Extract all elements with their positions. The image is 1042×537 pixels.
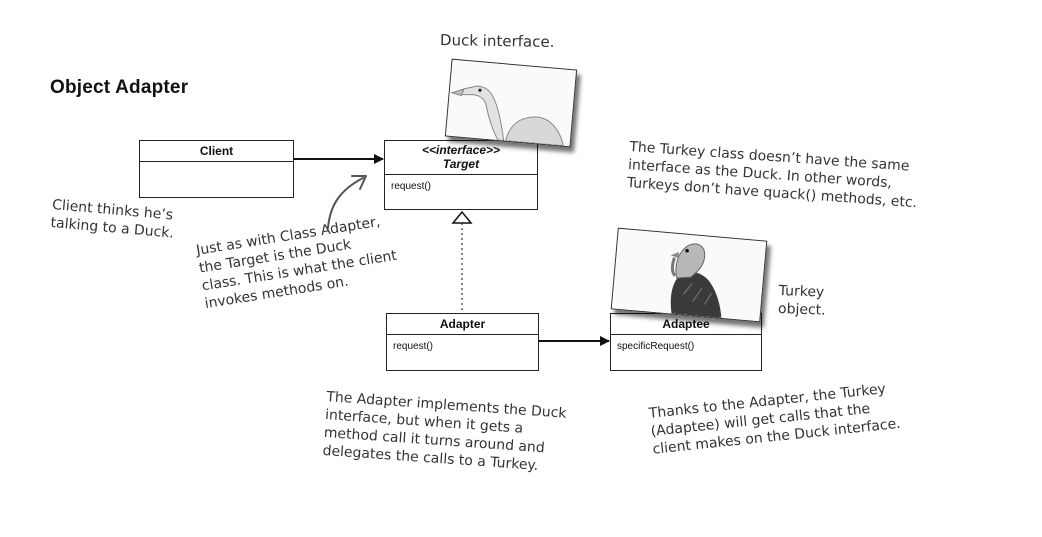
duck-photo (444, 58, 578, 148)
duck-interface-caption: Duck interface. (439, 31, 555, 51)
duck-illustration (445, 59, 577, 147)
diagram-title: Object Adapter (50, 77, 189, 98)
client-class-name: Client (140, 141, 293, 162)
turkey-caption-line: Turkey (778, 282, 825, 301)
adaptee-class-box: Adaptee specificRequest() (610, 313, 762, 371)
target-stereotype: <<interface>> (421, 143, 501, 157)
target-note-pointer-arrow (327, 177, 364, 229)
turkey-photo (610, 227, 768, 323)
target-operations: request() (391, 181, 432, 192)
turkey-object-caption: Turkey object. (778, 282, 827, 320)
adapter-operations: request() (393, 341, 434, 352)
adaptee-operations: specificRequest() (617, 341, 695, 352)
realization-arrowhead (451, 210, 473, 224)
adaptee-class-name: Adaptee (611, 314, 761, 335)
client-class-operations (140, 162, 293, 174)
adapter-class-box: Adapter request() (386, 313, 539, 371)
adapter-class-name: Adapter (387, 314, 538, 335)
client-class-box: Client (139, 140, 294, 198)
turkey-caption-line: object. (777, 300, 826, 319)
target-note-pointer-arrowhead (351, 175, 367, 190)
target-interface-box: <<interface>> Target request() (384, 140, 538, 210)
turkey-illustration (611, 228, 767, 322)
target-header: <<interface>> Target (385, 141, 537, 175)
target-class-name: Target (442, 157, 480, 171)
